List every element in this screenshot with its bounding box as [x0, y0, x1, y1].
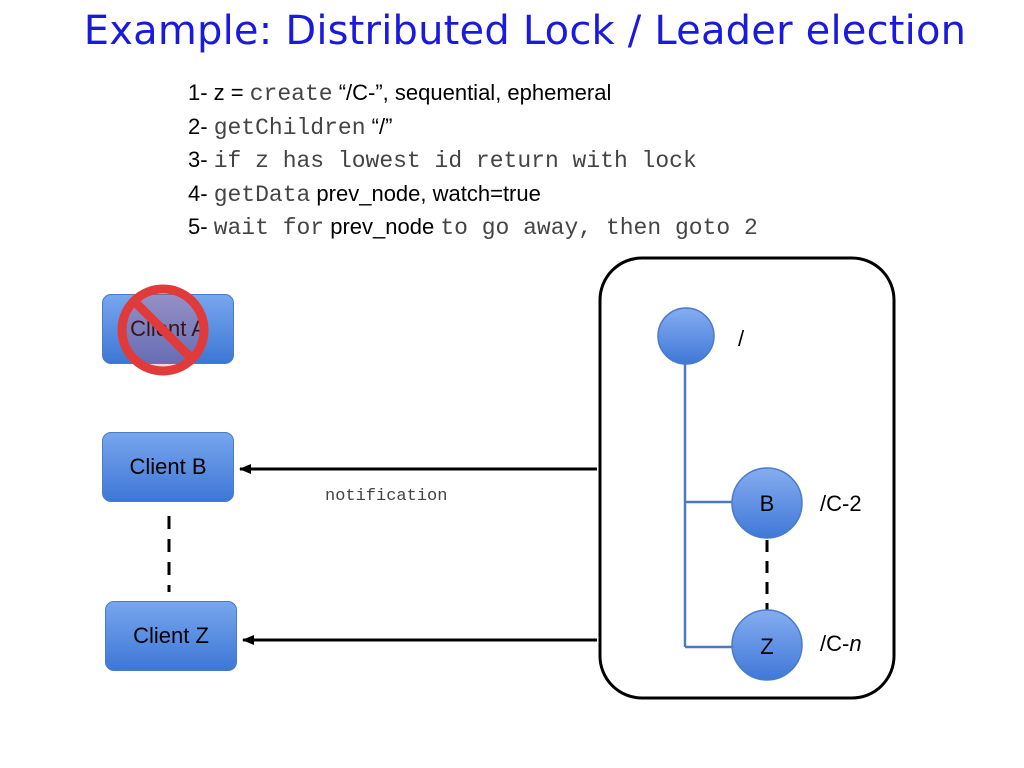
step-code: getChildren: [213, 114, 366, 141]
client-z-box: Client Z: [105, 601, 237, 671]
root-node-label: /: [738, 326, 745, 351]
step-4: 4- getData prev_node, watch=true: [188, 177, 988, 211]
node-z-path-suffix: n: [849, 631, 861, 656]
step-3: 3- if z has lowest id return with lock: [188, 143, 988, 177]
step-text: “/”: [365, 113, 393, 139]
step-number: 1-: [188, 80, 208, 105]
node-z-text: Z: [760, 634, 773, 659]
notification-label: notification: [325, 487, 447, 506]
algorithm-steps: 1- z = create “/C-”, sequential, ephemer…: [188, 76, 988, 244]
step-text: “/C-”, sequential, ephemeral: [332, 80, 612, 105]
node-z-path: /C-n: [820, 631, 862, 656]
client-b-label: Client B: [129, 454, 207, 479]
slide-title: Example: Distributed Lock / Leader elect…: [83, 8, 967, 54]
root-node: [657, 307, 715, 365]
node-z-path-prefix: /C-: [820, 631, 849, 656]
step-code: to go away, then goto 2: [440, 215, 758, 241]
node-b: [731, 467, 803, 539]
client-z-label: Client Z: [133, 623, 209, 648]
step-text: prev_node, watch=true: [310, 180, 541, 206]
step-text: z =: [207, 80, 250, 105]
step-number: 5-: [188, 214, 208, 239]
step-code: getData: [213, 181, 311, 208]
node-b-text: B: [760, 491, 775, 516]
tree-connectors: [683, 364, 733, 649]
step-text: prev_node: [324, 214, 441, 239]
step-1: 1- z = create “/C-”, sequential, ephemer…: [188, 76, 988, 110]
no-entry-icon: [117, 284, 209, 376]
step-code: wait for: [213, 215, 325, 241]
client-b-box: Client B: [102, 432, 234, 502]
node-z: [731, 609, 803, 681]
step-number: 4-: [188, 180, 208, 206]
step-code: if z has lowest id return with lock: [213, 148, 697, 174]
step-2: 2- getChildren “/”: [188, 110, 988, 144]
step-5: 5- wait for prev_node to go away, then g…: [188, 210, 988, 244]
step-number: 2-: [188, 113, 208, 139]
step-code: create: [249, 81, 333, 107]
node-b-path: /C-2: [820, 491, 862, 516]
step-number: 3-: [188, 147, 208, 172]
